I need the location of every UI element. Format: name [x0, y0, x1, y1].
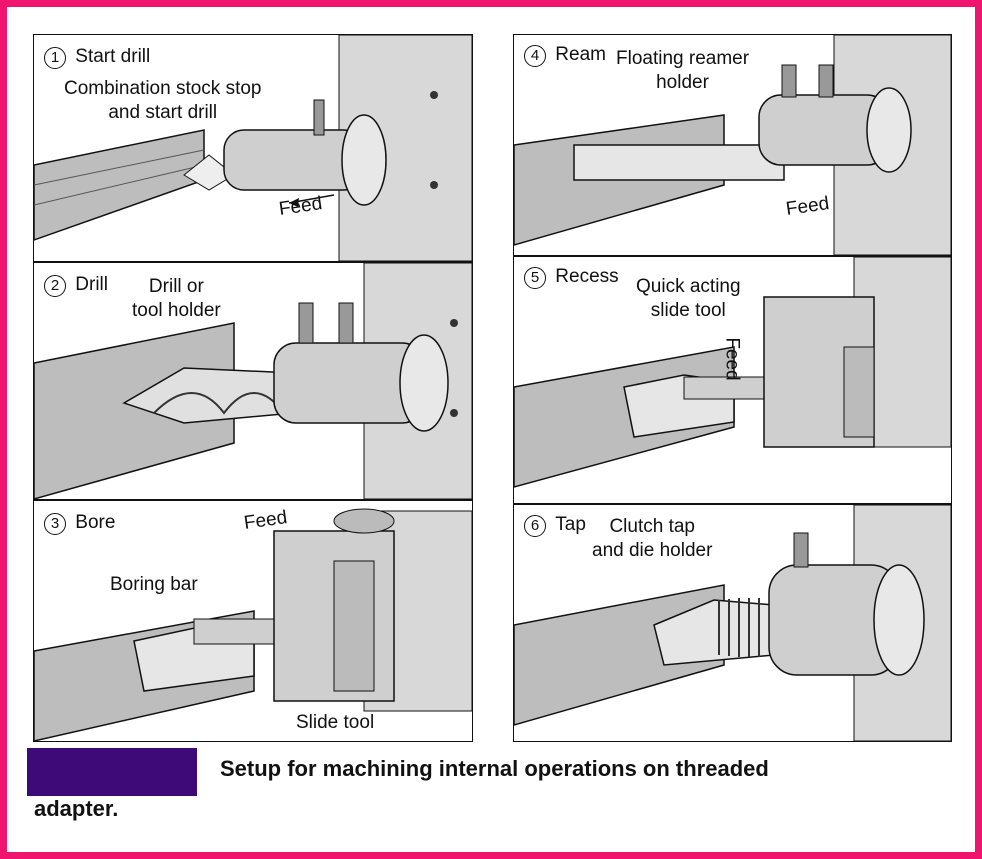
tap-illustration — [514, 505, 951, 741]
step-number: 5 — [524, 267, 546, 289]
feed-label: Feed — [721, 337, 743, 381]
panel-ream: 4 Ream Floating reamer holder Feed — [513, 34, 952, 256]
panel-recess: 5 Recess Quick acting slide tool Feed — [513, 256, 952, 504]
step-name: Tap — [555, 514, 586, 535]
ream-illustration — [514, 35, 951, 255]
panel-tap: 6 Tap Clutch tap and die holder — [513, 504, 952, 742]
panel-bore: 3 Bore Boring bar Feed Slide tool — [33, 500, 473, 742]
drill-illustration — [34, 263, 472, 499]
tool-label: Floating reamer holder — [616, 48, 750, 93]
step-number: 2 — [44, 275, 66, 297]
panel-start-drill: 1 Start drill Combination stock stop and… — [33, 34, 473, 262]
caption-line-2: adapter. — [34, 796, 119, 821]
tool-label-2: Slide tool — [296, 712, 375, 733]
tool-label: Clutch tap and die holder — [592, 516, 713, 561]
figure-number-redaction — [27, 748, 197, 796]
step-name: Start drill — [75, 46, 151, 67]
tool-label: Boring bar — [110, 574, 198, 595]
bore-illustration — [34, 508, 472, 741]
step-number: 6 — [524, 515, 546, 537]
step-name: Recess — [555, 266, 619, 287]
caption-line-1: Setup for machining internal operations … — [220, 756, 769, 781]
tool-label: Combination stock stop and start drill — [64, 78, 262, 123]
step-name: Ream — [555, 44, 606, 65]
step-number: 3 — [44, 513, 66, 535]
recess-illustration — [514, 257, 951, 488]
step-number: 4 — [524, 45, 546, 67]
step-number: 1 — [44, 47, 66, 69]
tool-label: Drill or tool holder — [132, 276, 221, 321]
step-name: Bore — [75, 512, 116, 533]
step-name: Drill — [75, 274, 108, 295]
start-drill-illustration — [34, 35, 472, 261]
panel-drill: 2 Drill Drill or tool holder — [33, 262, 473, 500]
tool-label: Quick acting slide tool — [636, 276, 741, 321]
